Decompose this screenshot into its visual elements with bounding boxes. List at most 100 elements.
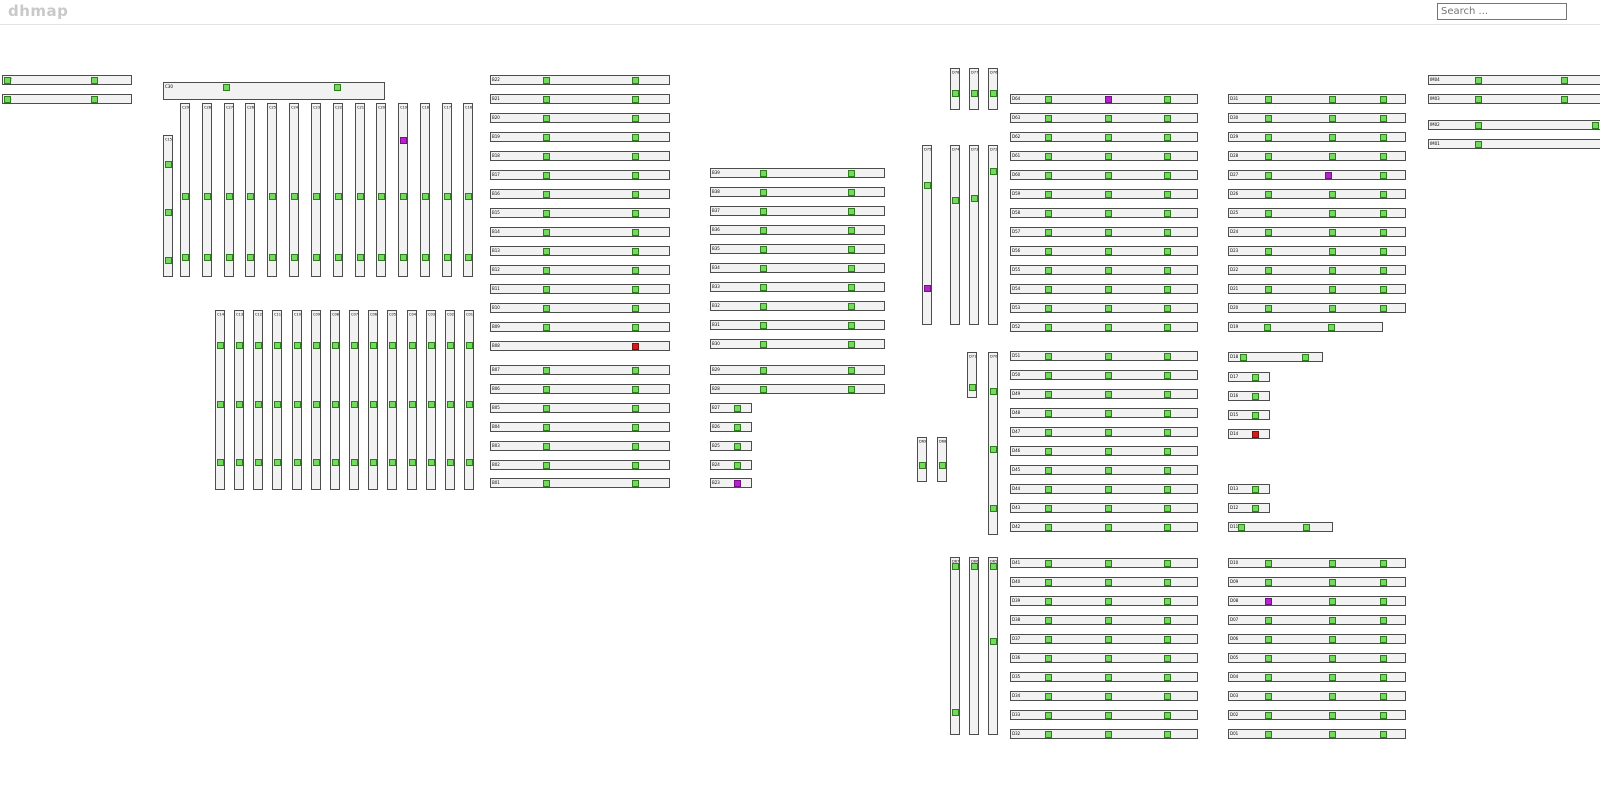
rack-B05[interactable]: B05 (490, 403, 670, 413)
green-status-cell[interactable] (1475, 140, 1483, 148)
purple-status-cell[interactable] (1264, 597, 1272, 605)
rack-D24[interactable]: D24 (1228, 227, 1406, 237)
green-status-cell[interactable] (350, 458, 358, 466)
green-status-cell[interactable] (1380, 654, 1388, 662)
green-status-cell[interactable] (631, 323, 639, 331)
purple-status-cell[interactable] (923, 284, 931, 292)
green-status-cell[interactable] (1105, 447, 1113, 455)
green-status-cell[interactable] (388, 401, 396, 409)
green-status-cell[interactable] (369, 401, 377, 409)
green-status-cell[interactable] (333, 84, 341, 91)
green-status-cell[interactable] (760, 340, 767, 348)
green-status-cell[interactable] (1045, 323, 1053, 331)
green-status-cell[interactable] (1239, 353, 1247, 361)
green-status-cell[interactable] (421, 253, 429, 261)
rack-D01[interactable]: D01 (1228, 729, 1406, 739)
green-status-cell[interactable] (443, 253, 451, 261)
green-status-cell[interactable] (1045, 409, 1053, 417)
green-status-cell[interactable] (543, 423, 551, 431)
green-status-cell[interactable] (1163, 504, 1171, 512)
green-status-cell[interactable] (1105, 654, 1113, 662)
green-status-cell[interactable] (847, 264, 855, 272)
rack-D15[interactable]: D15 (1228, 410, 1270, 420)
green-status-cell[interactable] (1328, 578, 1336, 586)
rack-C11[interactable]: C11 (272, 310, 282, 490)
green-status-cell[interactable] (1045, 371, 1053, 379)
green-status-cell[interactable] (369, 458, 377, 466)
rack-C12[interactable]: C12 (253, 310, 263, 490)
green-status-cell[interactable] (847, 245, 855, 253)
rack-B18[interactable]: B18 (490, 151, 670, 161)
green-status-cell[interactable] (543, 479, 551, 487)
rack-D78[interactable]: D78 (950, 68, 960, 110)
green-status-cell[interactable] (377, 192, 385, 200)
rack-D59[interactable]: D59 (1010, 189, 1198, 199)
green-status-cell[interactable] (1264, 730, 1272, 738)
rack-D26[interactable]: D26 (1228, 189, 1406, 199)
green-status-cell[interactable] (421, 192, 429, 200)
rack-B31[interactable]: B31 (710, 320, 885, 330)
green-status-cell[interactable] (427, 341, 435, 349)
green-status-cell[interactable] (1380, 190, 1388, 198)
rack-IM03[interactable]: IM03 (1428, 94, 1600, 104)
green-status-cell[interactable] (1592, 121, 1599, 129)
green-status-cell[interactable] (631, 76, 639, 84)
green-status-cell[interactable] (1380, 247, 1388, 255)
green-status-cell[interactable] (1045, 247, 1053, 255)
green-status-cell[interactable] (1163, 190, 1171, 198)
green-status-cell[interactable] (312, 253, 320, 261)
green-status-cell[interactable] (760, 188, 767, 196)
green-status-cell[interactable] (760, 366, 767, 374)
green-status-cell[interactable] (446, 401, 454, 409)
rack-D45[interactable]: D45 (1010, 465, 1198, 475)
green-status-cell[interactable] (1264, 654, 1272, 662)
green-status-cell[interactable] (1045, 597, 1053, 605)
rack-D56[interactable]: D56 (1010, 246, 1198, 256)
green-status-cell[interactable] (290, 253, 298, 261)
green-status-cell[interactable] (1105, 409, 1113, 417)
rack-C16[interactable]: C16 (463, 103, 473, 277)
green-status-cell[interactable] (847, 302, 855, 310)
green-status-cell[interactable] (254, 341, 262, 349)
rack-B04[interactable]: B04 (490, 422, 670, 432)
green-status-cell[interactable] (1045, 466, 1053, 474)
green-status-cell[interactable] (1045, 578, 1053, 586)
green-status-cell[interactable] (543, 95, 551, 103)
green-status-cell[interactable] (543, 366, 551, 374)
green-status-cell[interactable] (760, 321, 767, 329)
rack-B27[interactable]: B27 (710, 403, 752, 413)
green-status-cell[interactable] (1328, 673, 1336, 681)
rack-A02[interactable]: A02 (2, 75, 132, 85)
green-status-cell[interactable] (293, 458, 301, 466)
green-status-cell[interactable] (408, 458, 416, 466)
green-status-cell[interactable] (1251, 504, 1259, 512)
green-status-cell[interactable] (181, 253, 189, 261)
rack-B19[interactable]: B19 (490, 132, 670, 142)
rack-B25[interactable]: B25 (710, 441, 752, 451)
green-status-cell[interactable] (1045, 711, 1053, 719)
green-status-cell[interactable] (989, 446, 997, 454)
green-status-cell[interactable] (1105, 559, 1113, 567)
rack-C09[interactable]: C09 (311, 310, 321, 490)
rack-C08[interactable]: C08 (330, 310, 340, 490)
green-status-cell[interactable] (1105, 466, 1113, 474)
green-status-cell[interactable] (543, 133, 551, 141)
rack-D54[interactable]: D54 (1010, 284, 1198, 294)
green-status-cell[interactable] (1251, 485, 1259, 493)
green-status-cell[interactable] (543, 323, 551, 331)
rack-C21[interactable]: C21 (355, 103, 365, 277)
green-status-cell[interactable] (543, 304, 551, 312)
green-status-cell[interactable] (1163, 209, 1171, 217)
rack-B15[interactable]: B15 (490, 208, 670, 218)
green-status-cell[interactable] (3, 95, 11, 103)
green-status-cell[interactable] (1105, 371, 1113, 379)
green-status-cell[interactable] (1328, 616, 1336, 624)
green-status-cell[interactable] (1105, 692, 1113, 700)
rack-D58[interactable]: D58 (1010, 208, 1198, 218)
green-status-cell[interactable] (968, 384, 976, 392)
green-status-cell[interactable] (1264, 673, 1272, 681)
green-status-cell[interactable] (543, 76, 551, 84)
rack-D36[interactable]: D36 (1010, 653, 1198, 663)
rack-D43[interactable]: D43 (1010, 503, 1198, 513)
rack-D03[interactable]: D03 (1228, 691, 1406, 701)
